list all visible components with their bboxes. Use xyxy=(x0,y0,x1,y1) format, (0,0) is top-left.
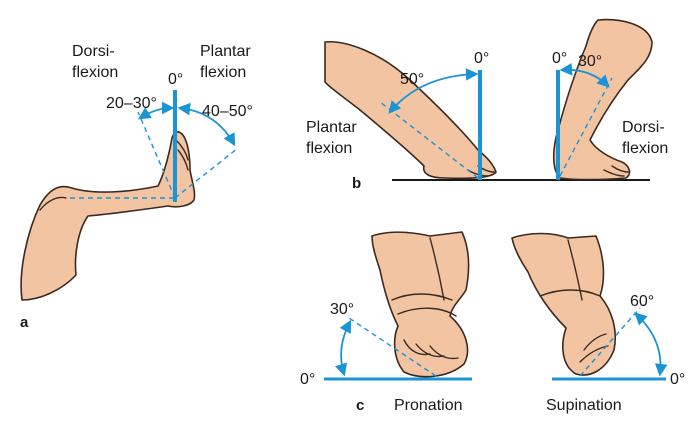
panel-c-supination-label: Supination xyxy=(546,397,622,414)
panel-b-right-arc xyxy=(559,63,610,88)
panel-a-plantarflexion-label-1: Plantar xyxy=(200,43,251,60)
panel-a-dorsiflexion-label-2: flexion xyxy=(72,64,118,81)
panel-a-plantarflexion-label-2: flexion xyxy=(200,64,246,81)
panel-a-plantarflexion-arc xyxy=(177,102,236,147)
panel-c-pronation-hand xyxy=(391,237,457,317)
panel-c-pronation-toes xyxy=(403,339,459,360)
panel-a-knee-crease xyxy=(39,196,67,211)
panel-a-dorsiflexion-arc xyxy=(137,101,175,120)
panel-c-label: c xyxy=(356,397,364,414)
panel-b-left-arc xyxy=(388,68,479,114)
panel-b-right-dash xyxy=(559,77,613,177)
panel-b-left-dash xyxy=(379,101,479,179)
panel-a-dorsiflexion-range: 20–30° xyxy=(106,95,157,112)
panel-c-pronation-label: Pronation xyxy=(394,397,463,414)
panel-a: Dorsi- flexion Plantar flexion 0° 20–30°… xyxy=(20,43,253,331)
panel-b-label: b xyxy=(352,175,361,192)
panel-c-pronation-angle: 30° xyxy=(330,301,354,318)
panel-b-right-toes xyxy=(603,165,629,177)
panel-c-pronation-zero: 0° xyxy=(300,371,315,388)
panel-b-plantarflexion-label-1: Plantar xyxy=(306,119,357,136)
panel-a-leg xyxy=(20,131,196,301)
panel-c-pronation-arc xyxy=(335,319,352,377)
panel-c-supination-dash xyxy=(579,307,641,377)
panel-a-dorsiflexion-line xyxy=(137,111,176,199)
panel-c-pronation-dash xyxy=(345,315,437,377)
panel-c-supination-zero: 0° xyxy=(670,371,685,388)
panel-a-toes xyxy=(175,139,189,171)
panel-a-label: a xyxy=(20,314,29,331)
panel-b-dorsiflexion-angle: 30° xyxy=(578,53,602,70)
panel-b-dorsiflexion-label-2: flexion xyxy=(622,140,668,157)
panel-c: 30° 0° Pronation 60° 0° Supination c xyxy=(300,231,685,414)
panel-a-zero-label: 0° xyxy=(168,71,183,88)
panel-c-supination-leg xyxy=(511,232,616,376)
panel-b-left-leg xyxy=(324,41,497,180)
panel-a-plantarflexion-range: 40–50° xyxy=(202,103,253,120)
panel-b-plantarflexion-angle: 50° xyxy=(400,71,424,88)
panel-c-supination-arc xyxy=(634,312,668,377)
panel-c-pronation-leg xyxy=(371,231,470,378)
panel-a-plantarflexion-line xyxy=(174,147,239,199)
panel-c-supination-angle: 60° xyxy=(630,293,654,310)
panel-b-plantarflexion-label-2: flexion xyxy=(306,140,352,157)
panel-a-dorsiflexion-label-1: Dorsi- xyxy=(72,43,115,60)
panel-b-zero-left: 0° xyxy=(474,50,489,67)
panel-c-supination-hand xyxy=(539,239,601,301)
panel-b-dorsiflexion-label-1: Dorsi- xyxy=(622,119,665,136)
panel-b: 0° 50° Plantar flexion 0° 30° Dorsi- fle… xyxy=(306,18,668,192)
panel-b-zero-right: 0° xyxy=(552,50,567,67)
